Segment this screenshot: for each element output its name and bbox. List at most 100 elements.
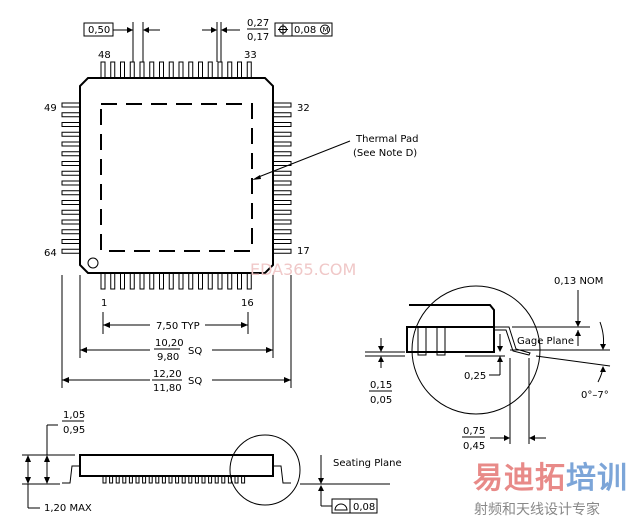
lead	[149, 272, 155, 290]
dim-span-min: 11,80	[153, 383, 182, 394]
lead	[272, 102, 292, 108]
position-tolerance-box	[274, 22, 333, 37]
side-lead	[135, 475, 140, 484]
lead	[149, 61, 155, 79]
side-lead	[208, 475, 213, 484]
lead	[272, 112, 292, 118]
lead	[61, 161, 81, 166]
lead	[61, 209, 81, 215]
side-lead	[214, 475, 219, 484]
side-view-leads	[102, 475, 246, 484]
pin-33: 33	[244, 50, 257, 61]
side-lead	[168, 475, 173, 484]
body-height-max: 1,05	[63, 410, 85, 421]
lead-thickness-nom: 0,13 NOM	[554, 276, 603, 287]
body-height-min: 0,95	[63, 425, 85, 436]
lead-width-min: 0,17	[247, 32, 269, 43]
side-lead	[122, 475, 127, 484]
pin-1: 1	[101, 298, 107, 309]
lead-width-max: 0,27	[247, 18, 269, 29]
side-lead	[161, 475, 166, 484]
lead	[188, 61, 194, 79]
lead	[61, 180, 81, 186]
lead	[61, 151, 81, 157]
detail-circle-ref	[229, 434, 301, 506]
side-lead	[148, 475, 153, 484]
watermark-brand-b: 培训	[566, 461, 627, 496]
lead	[61, 122, 81, 127]
lead	[272, 131, 292, 137]
lead	[227, 61, 233, 79]
pin1-marker	[87, 257, 99, 269]
mmc-modifier: M	[323, 26, 329, 34]
flatness-box	[331, 498, 378, 514]
lead	[217, 61, 223, 79]
lead	[272, 170, 292, 176]
pin-64: 64	[44, 248, 57, 259]
lead	[61, 190, 81, 196]
side-lead	[109, 475, 114, 484]
lead	[129, 61, 135, 79]
dim-typ: 7,50 TYP	[156, 321, 200, 332]
lead	[110, 272, 116, 290]
lead	[198, 272, 203, 290]
lead	[61, 131, 81, 137]
thermal-pad-label: Thermal Pad	[355, 134, 418, 145]
lead	[237, 272, 242, 290]
lead	[227, 272, 233, 290]
flatness-value: 0,08	[353, 502, 375, 513]
pin-17: 17	[297, 246, 310, 257]
flatness-icon	[334, 503, 348, 511]
lead	[246, 61, 252, 79]
position-tolerance: 0,08	[294, 25, 316, 36]
lead	[61, 102, 81, 108]
lead	[178, 272, 184, 290]
side-lead	[115, 475, 120, 484]
lead	[207, 61, 213, 79]
lead	[159, 272, 164, 290]
dim-span-sq: SQ	[188, 376, 202, 387]
lead	[272, 248, 292, 254]
package-pins	[61, 61, 292, 290]
watermark-brand-a: 易迪拓	[473, 461, 566, 496]
watermark-eda365: EDA365.COM	[250, 260, 357, 279]
thermal-pad-outline	[100, 103, 253, 252]
dim-span-max: 12,20	[153, 369, 182, 380]
lead	[168, 272, 174, 290]
total-height-max: 1,20 MAX	[44, 503, 92, 514]
lead	[272, 200, 292, 205]
side-lead	[128, 475, 133, 484]
lead	[61, 219, 81, 225]
side-lead	[175, 475, 180, 484]
thermal-pad-note: (See Note D)	[353, 148, 417, 159]
standoff-max: 0,15	[370, 380, 392, 391]
side-lead	[142, 475, 147, 484]
lead	[110, 61, 116, 79]
side-lead	[181, 475, 186, 484]
dim-body-min: 9,80	[157, 352, 179, 363]
lead	[61, 170, 81, 176]
lead	[272, 122, 292, 127]
lead	[272, 209, 292, 215]
lead	[159, 61, 164, 79]
side-lead	[201, 475, 206, 484]
lead	[61, 200, 81, 205]
lead	[237, 61, 242, 79]
lead	[272, 141, 292, 147]
lead-angle: 0°–7°	[581, 390, 609, 401]
lead	[272, 229, 292, 235]
lead	[178, 61, 184, 79]
lead	[61, 248, 81, 254]
pin-32: 32	[297, 103, 310, 114]
pitch-value: 0,50	[88, 25, 110, 36]
lead	[168, 61, 174, 79]
watermark-tagline: 射频和天线设计专家	[474, 502, 600, 518]
lead	[129, 272, 135, 290]
side-lead	[221, 475, 226, 484]
gage-dim: 0,25	[464, 371, 486, 382]
pin-48: 48	[98, 50, 111, 61]
dim-body-max: 10,20	[155, 338, 184, 349]
pin-49: 49	[44, 103, 57, 114]
side-lead	[194, 475, 199, 484]
foot-length-min: 0,45	[463, 441, 485, 452]
